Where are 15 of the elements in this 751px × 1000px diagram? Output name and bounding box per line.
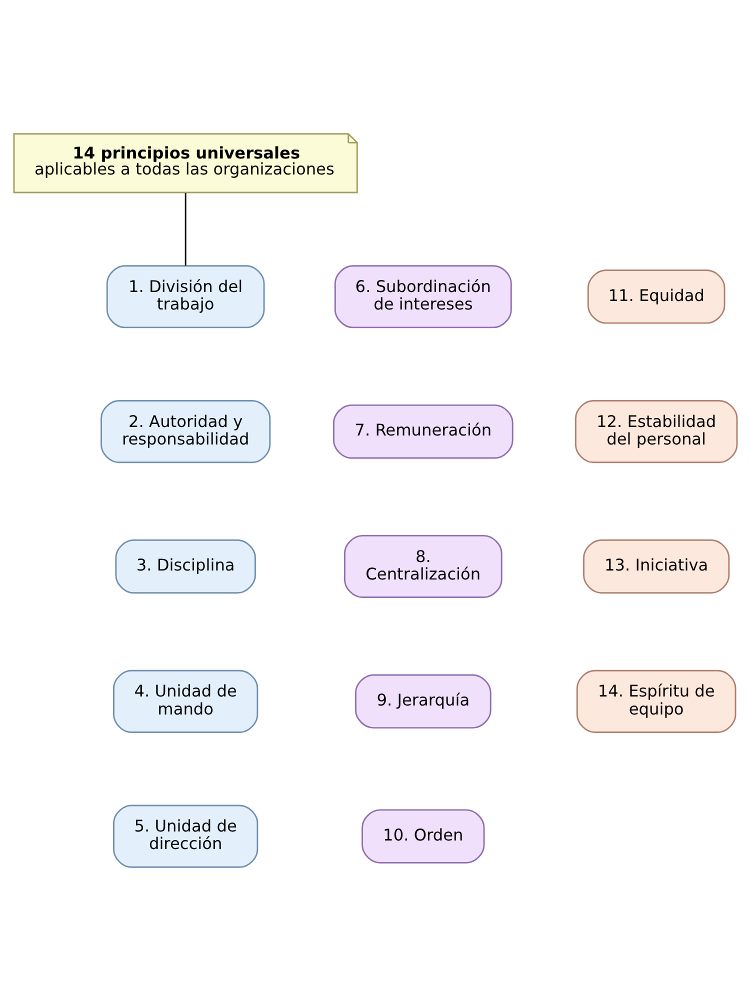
node-box: 12. Estabilidad del personal (574, 400, 738, 463)
node-box: 4. Unidad de mando (113, 669, 258, 732)
connector (184, 192, 186, 266)
node-box: 3. Disciplina (115, 538, 256, 594)
node-box: 2. Autoridad y responsabilidad (100, 400, 271, 463)
node-box: 6. Subordinación de intereses (334, 264, 512, 328)
node-box: 14. Espíritu de equipo (576, 669, 736, 732)
node-box: 9. Jerarquía (354, 674, 492, 728)
node-box: 8. Centralización (344, 534, 502, 598)
node-box: 13. Iniciativa (583, 538, 730, 594)
node-box: 11. Equidad (587, 269, 726, 324)
node-box: 1. División del trabajo (106, 264, 265, 328)
node-box: 7. Remuneración (332, 404, 514, 458)
node-box: 5. Unidad de dirección (113, 804, 258, 868)
node-box: 10. Orden (362, 808, 485, 863)
